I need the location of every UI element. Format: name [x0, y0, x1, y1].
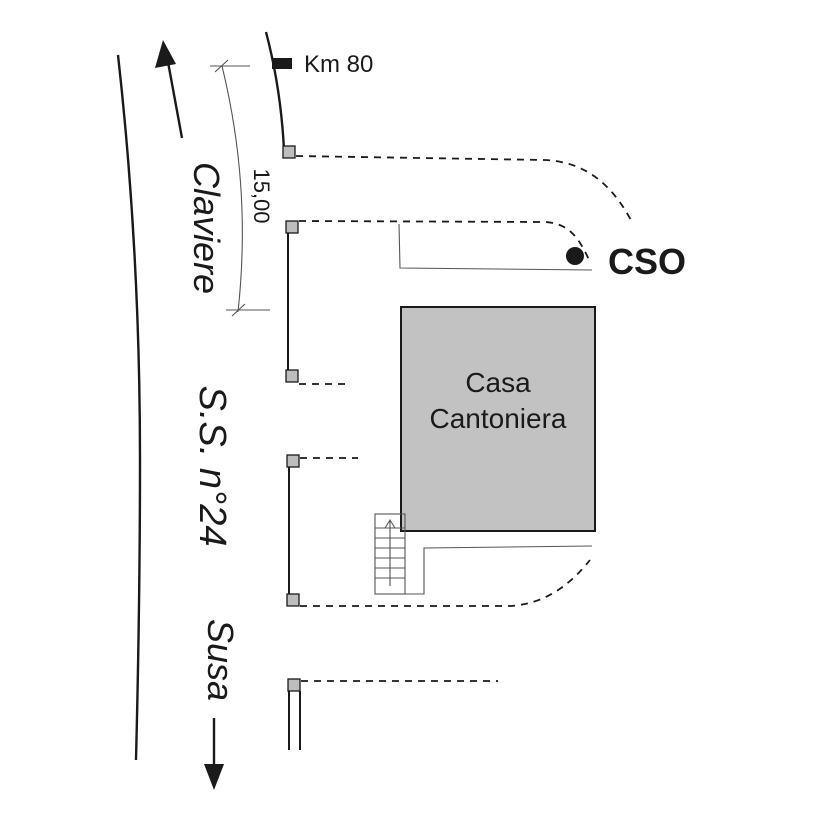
- dashed-path-upper: [295, 155, 633, 223]
- site-label: CSO: [608, 241, 686, 282]
- post-1: [282, 145, 296, 159]
- filled-circle-icon: [566, 247, 584, 265]
- dimension-line: [210, 59, 270, 317]
- building-label-line2: Cantoniera: [430, 403, 567, 434]
- arrow-up-icon: [155, 40, 184, 139]
- post-3: [285, 369, 299, 383]
- post-2: [285, 220, 299, 234]
- direction-south-label: Susa: [200, 619, 241, 701]
- dashed-path-lower: [300, 559, 591, 607]
- direction-north-label: Claviere: [186, 162, 227, 294]
- km-marker-icon: [272, 58, 292, 69]
- road-edge-left: [116, 54, 142, 761]
- km-marker-label: Km 80: [304, 51, 373, 78]
- stairs: [374, 513, 406, 595]
- arrow-down-icon: [204, 718, 224, 790]
- lot-line-upper: [398, 223, 593, 271]
- dashed-path-middle: [298, 220, 591, 263]
- post-5: [286, 593, 300, 607]
- lot-line-lower: [405, 545, 593, 595]
- road-edge-right-upper: [264, 31, 286, 151]
- building-label-line1: Casa: [465, 367, 531, 398]
- post-4: [286, 454, 300, 468]
- dimension-label: 15,00: [249, 168, 274, 223]
- post-6: [287, 678, 301, 692]
- road-name-label: S.S. n°24: [191, 386, 233, 547]
- building: [400, 306, 596, 532]
